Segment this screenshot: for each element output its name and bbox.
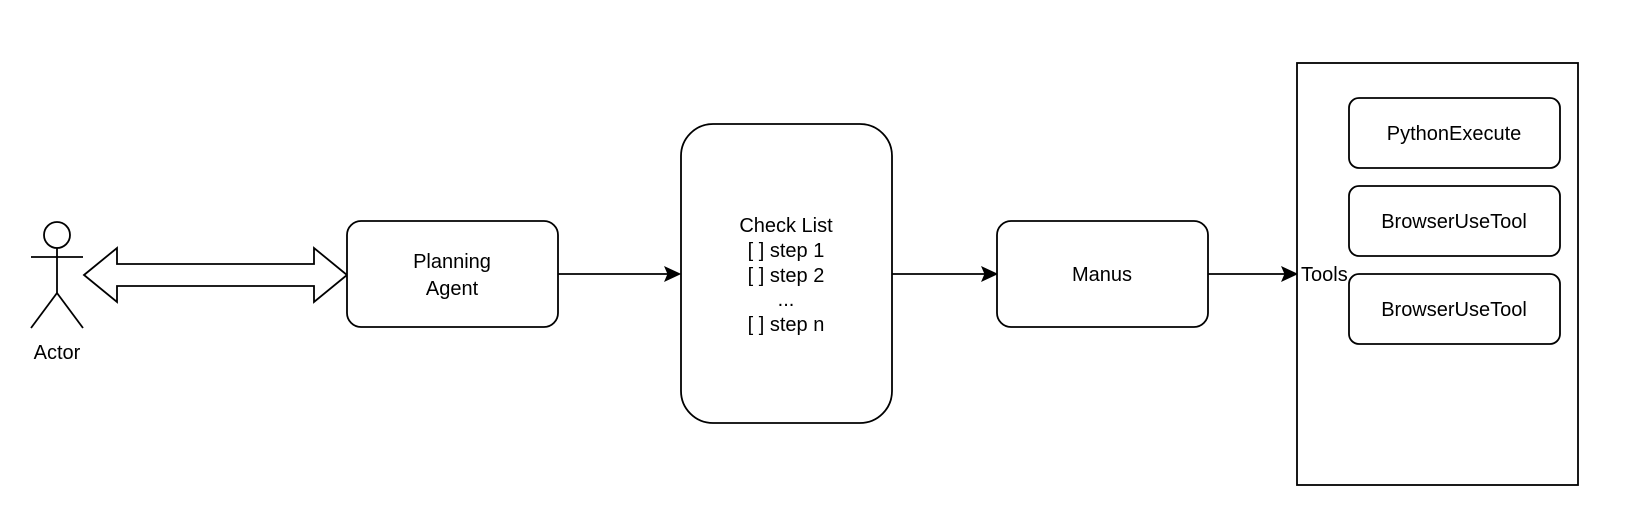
planning-agent-node: Planning Agent <box>346 220 559 328</box>
arrowhead-manus-to-tools <box>1281 265 1299 283</box>
tool-box <box>1348 185 1561 257</box>
planning-agent-label-line1: Planning <box>413 251 491 273</box>
actor-label: Actor <box>34 342 81 364</box>
actor-left-leg <box>30 292 58 329</box>
actor-head <box>43 221 71 249</box>
arrowhead-checklist-to-manus <box>981 265 999 283</box>
manus-node: Manus <box>996 220 1209 328</box>
arrowhead-agent-to-checklist <box>664 265 682 283</box>
tools-label: Tools <box>1301 264 1348 286</box>
actor-right-leg <box>56 292 84 329</box>
check-list-node: Check List [ ] step 1 [ ] step 2 ... [ ]… <box>680 123 893 424</box>
actor-node: Actor <box>30 221 84 364</box>
planning-agent-label-line2: Agent <box>426 278 479 300</box>
tool-label: PythonExecute <box>1387 123 1522 145</box>
check-list-item: ... <box>778 289 795 311</box>
check-list-item: [ ] step 1 <box>748 240 825 262</box>
tools-node: Tools PythonExecute BrowserUseTool Brows… <box>1296 62 1579 486</box>
tool-box <box>1348 97 1561 169</box>
check-list-item: [ ] step n <box>748 314 825 336</box>
planning-agent-box <box>346 220 559 328</box>
manus-label: Manus <box>1072 264 1132 286</box>
tool-box <box>1348 273 1561 345</box>
tool-label: BrowserUseTool <box>1381 211 1527 233</box>
check-list-item: [ ] step 2 <box>748 265 825 287</box>
tool-label: BrowserUseTool <box>1381 299 1527 321</box>
actor-agent-bidirectional-arrow <box>82 246 349 304</box>
check-list-title: Check List <box>739 215 833 237</box>
